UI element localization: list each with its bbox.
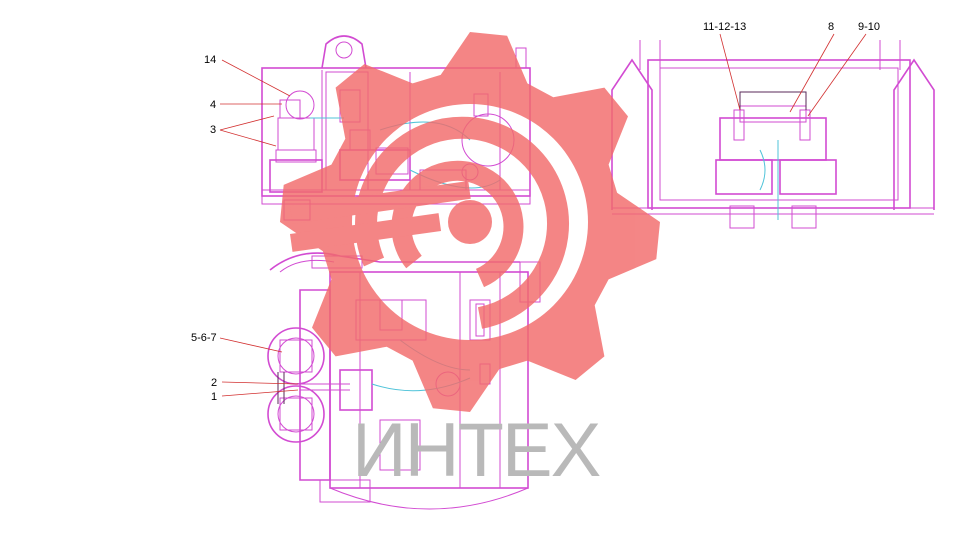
gear-body — [280, 32, 660, 412]
front-view-top-right — [611, 40, 935, 229]
callout-1: 1 — [211, 391, 217, 403]
gear-center — [448, 200, 492, 244]
gear-logo-icon — [280, 32, 660, 412]
callout-4: 4 — [210, 99, 216, 111]
callout-3: 3 — [210, 124, 216, 136]
gear-bar-2 — [290, 213, 442, 252]
gear-arc-1 — [355, 116, 569, 329]
plan-view-bottom — [267, 252, 541, 510]
watermark-text: ИНТЕХ — [352, 408, 601, 493]
callout-11-12-13: 11-12-13 — [703, 21, 746, 33]
intech-watermark: ИНТЕХ — [280, 32, 660, 493]
callout-2: 2 — [211, 377, 217, 389]
callouts: 14 4 3 11-12-13 8 9-10 5-6-7 2 1 — [191, 21, 880, 403]
callout-5-6-7: 5-6-7 — [191, 332, 217, 344]
gear-bar-1 — [290, 180, 471, 224]
callout-8: 8 — [828, 21, 834, 33]
callout-14: 14 — [204, 54, 216, 66]
callout-9-10: 9-10 — [858, 21, 880, 33]
